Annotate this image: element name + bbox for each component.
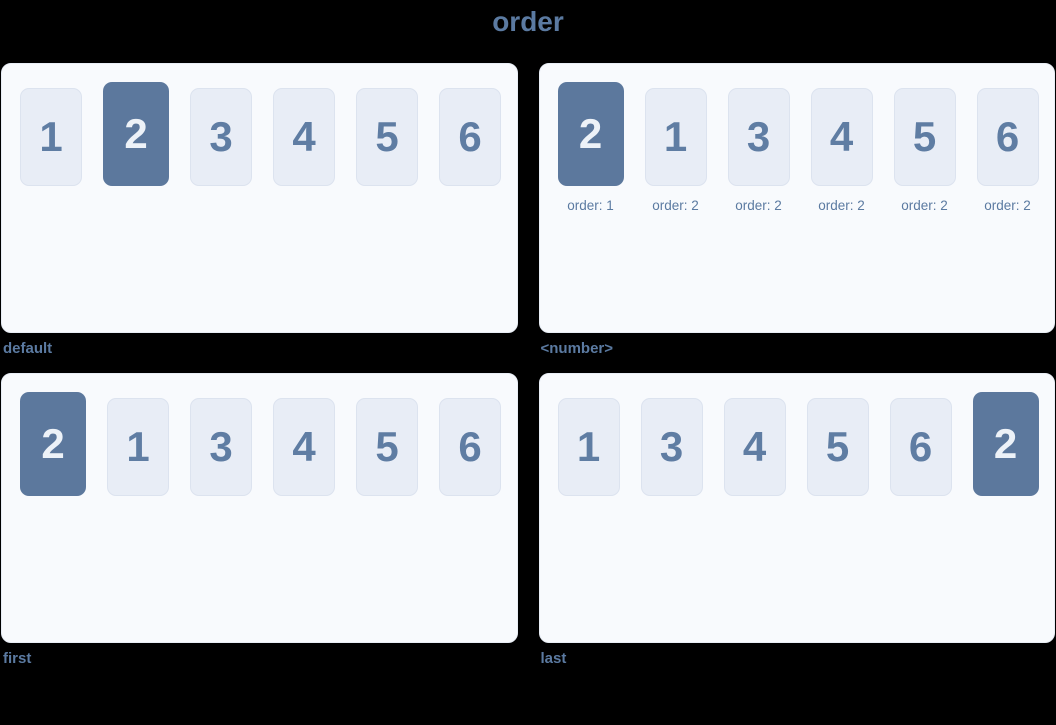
flex-item-highlighted: 2	[972, 392, 1039, 496]
flex-item-column: 6 order: 2	[976, 85, 1039, 213]
flex-item-column: 5	[356, 85, 418, 186]
flex-item-column: 5 order: 2	[893, 85, 956, 213]
flex-item-column: 6	[439, 85, 501, 186]
order-value-label: order: 2	[735, 198, 782, 213]
panel-caption-first: first	[3, 650, 32, 667]
flex-item: 4	[810, 88, 873, 186]
flex-item-column: 4	[273, 85, 335, 186]
flex-item: 3	[190, 88, 252, 186]
flex-item: 5	[356, 398, 418, 496]
flex-demo-panel-number: 2 order: 1 1 order: 2 3 order: 2 4 order: 2 5 ord…	[538, 63, 1055, 333]
panel-caption-last: last	[540, 650, 567, 667]
order-value-label: order: 2	[818, 198, 865, 213]
flex-item: 6	[439, 88, 501, 186]
flex-item-column: 3	[190, 85, 252, 186]
order-value-label: order: 2	[984, 198, 1031, 213]
flex-item: 1	[644, 88, 707, 186]
flex-item: 4	[273, 88, 335, 186]
flex-item-column: 2	[20, 392, 86, 496]
flex-item-column: 4 order: 2	[810, 85, 873, 213]
flex-item-highlighted: 2	[20, 392, 86, 496]
flex-item: 3	[640, 398, 703, 496]
flex-item-column: 3	[190, 395, 252, 496]
flex-item-column: 1 order: 2	[644, 85, 707, 213]
flex-item: 4	[723, 398, 786, 496]
flex-item: 6	[976, 88, 1039, 186]
flex-item-column: 3 order: 2	[727, 85, 790, 213]
flex-item-column: 1	[557, 395, 620, 496]
flex-item-column: 1	[20, 85, 82, 186]
flex-item: 5	[893, 88, 956, 186]
flex-item: 5	[356, 88, 418, 186]
flex-item-highlighted: 2	[557, 82, 624, 186]
example-cell-number: 2 order: 1 1 order: 2 3 order: 2 4 order: 2 5 ord…	[538, 63, 1055, 358]
flex-item-column: 2 order: 1	[557, 82, 624, 213]
flex-item-column: 4	[273, 395, 335, 496]
flex-item: 5	[806, 398, 869, 496]
flex-item-column: 6	[889, 395, 952, 496]
flex-item: 3	[727, 88, 790, 186]
flex-item: 1	[557, 398, 620, 496]
order-value-label: order: 1	[567, 198, 614, 213]
order-value-label: order: 2	[652, 198, 699, 213]
flex-item-column: 1	[107, 395, 169, 496]
flex-item: 6	[889, 398, 952, 496]
flex-item-column: 5	[356, 395, 418, 496]
flex-item-column: 2	[103, 82, 169, 186]
flex-item-column: 3	[640, 395, 703, 496]
flex-item: 1	[20, 88, 82, 186]
flex-item: 3	[190, 398, 252, 496]
flex-item-column: 2	[972, 392, 1039, 496]
order-value-label: order: 2	[901, 198, 948, 213]
flex-item-column: 4	[723, 395, 786, 496]
page-title: order	[492, 6, 564, 37]
flex-item-highlighted: 2	[103, 82, 169, 186]
flex-item: 6	[439, 398, 501, 496]
flex-item: 1	[107, 398, 169, 496]
flex-item: 4	[273, 398, 335, 496]
panel-caption-default: default	[3, 340, 53, 357]
flex-item-column: 6	[439, 395, 501, 496]
flex-item-column: 5	[806, 395, 869, 496]
panel-caption-number: <number>	[540, 340, 614, 357]
